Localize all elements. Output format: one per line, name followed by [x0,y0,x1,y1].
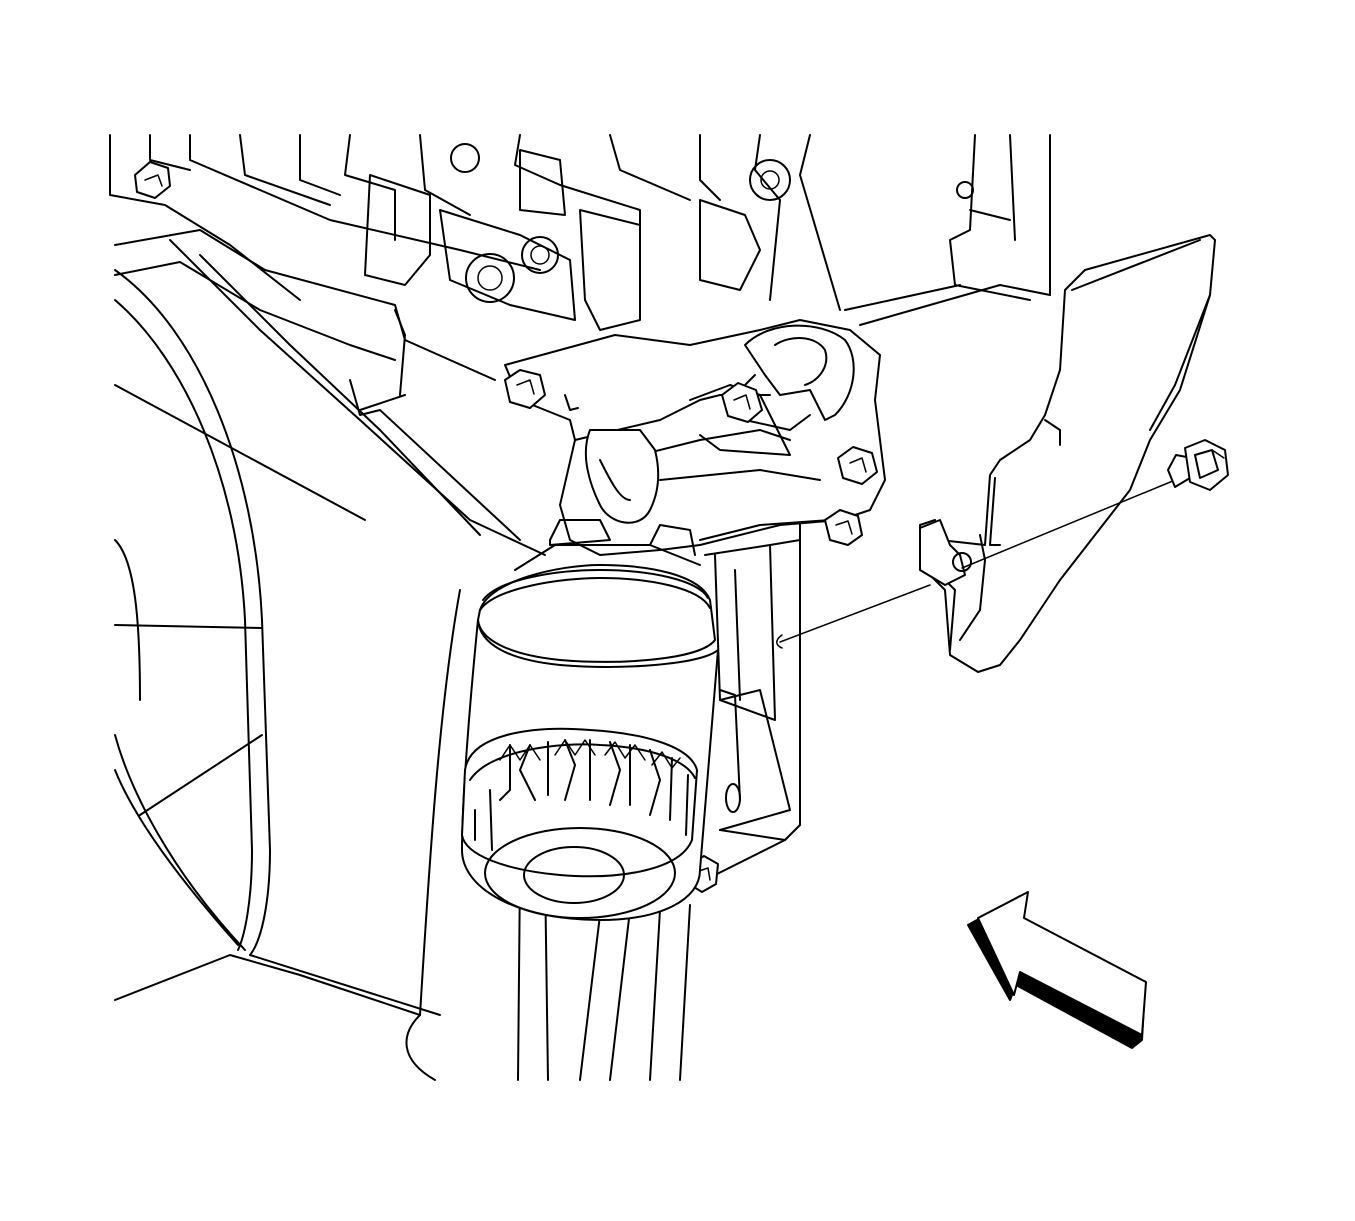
heat-shield-bolt [1167,439,1229,491]
oil-filter [461,519,719,921]
engine-block [109,134,1051,556]
view-arrow [967,891,1147,1049]
bolt-adapter-center [721,382,763,423]
bolt-adapter-left [504,369,546,409]
bolt-adapter-lower [824,509,863,546]
heat-shield-bolt-callout [776,439,1229,649]
heat-shield [919,234,1216,673]
bolt-adapter-right [837,446,878,485]
oil-filter-adapter [504,319,886,556]
oil-pan [114,269,801,1081]
bolt-upper-left [134,161,171,199]
